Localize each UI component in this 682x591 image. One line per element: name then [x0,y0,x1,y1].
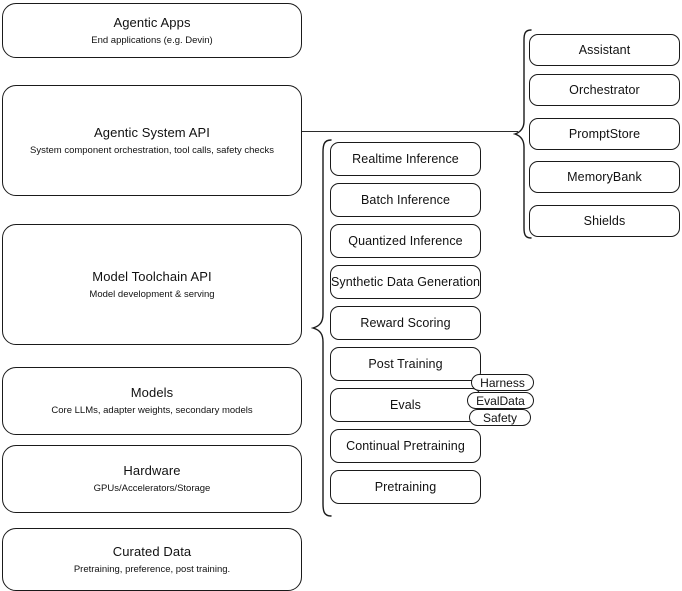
pill-safety[interactable]: Safety [469,409,531,426]
layer-subtitle: GPUs/Accelerators/Storage [93,483,211,494]
layer-models[interactable]: Models Core LLMs, adapter weights, secon… [2,367,302,435]
capability-post-training[interactable]: Post Training [330,347,481,381]
connector-agentic-system-to-components [302,131,518,133]
capability-reward-scoring[interactable]: Reward Scoring [330,306,481,340]
capability-label: Continual Pretraining [346,438,465,453]
layer-subtitle: Core LLMs, adapter weights, secondary mo… [51,405,253,416]
capability-label: Batch Inference [360,192,451,207]
layer-subtitle: Pretraining, preference, post training. [73,563,231,575]
capability-quantized-inference[interactable]: Quantized Inference [330,224,481,258]
capability-label: Synthetic Data Generation [330,274,481,289]
layer-curated-data[interactable]: Curated Data Pretraining, preference, po… [2,528,302,591]
component-label: Shields [583,213,626,228]
capability-label: Evals [389,397,422,412]
component-orchestrator[interactable]: Orchestrator [529,74,680,106]
capability-evals[interactable]: Evals [330,388,481,422]
component-memorybank[interactable]: MemoryBank [529,161,680,193]
brace-toolchain-capabilities [311,138,333,518]
pill-label: Safety [482,410,518,425]
component-label: PromptStore [568,126,641,141]
capability-label: Reward Scoring [360,315,451,330]
capability-batch-inference[interactable]: Batch Inference [330,183,481,217]
capability-label: Realtime Inference [352,151,459,166]
layer-agentic-system-api[interactable]: Agentic System API System component orch… [2,85,302,196]
capability-label: Post Training [368,356,443,371]
layer-title: Model Toolchain API [92,268,212,284]
layer-subtitle: End applications (e.g. Devin) [91,34,213,46]
capability-continual-pretraining[interactable]: Continual Pretraining [330,429,481,463]
layer-title: Curated Data [112,543,192,559]
capability-realtime-inference[interactable]: Realtime Inference [330,142,481,176]
component-label: Orchestrator [569,82,640,97]
pill-label: EvalData [476,393,525,408]
layer-hardware[interactable]: Hardware GPUs/Accelerators/Storage [2,445,302,513]
component-shields[interactable]: Shields [529,205,680,237]
brace-system-components [513,28,533,240]
layer-model-toolchain-api[interactable]: Model Toolchain API Model development & … [2,224,302,345]
layer-title: Hardware [123,463,181,478]
layer-subtitle: Model development & serving [89,288,215,300]
pill-label: Harness [480,375,525,390]
layer-subtitle: System component orchestration, tool cal… [30,144,274,156]
capability-synthetic-data-generation[interactable]: Synthetic Data Generation [330,265,481,299]
component-promptstore[interactable]: PromptStore [529,118,680,150]
capability-pretraining[interactable]: Pretraining [330,470,481,504]
component-label: MemoryBank [567,169,642,184]
layer-title: Agentic Apps [113,14,191,30]
component-label: Assistant [578,42,631,57]
capability-label: Pretraining [374,479,437,494]
pill-evaldata[interactable]: EvalData [467,392,534,409]
component-assistant[interactable]: Assistant [529,34,680,66]
layer-title: Models [130,385,174,400]
layer-title: Agentic System API [94,124,210,140]
layer-agentic-apps[interactable]: Agentic Apps End applications (e.g. Devi… [2,3,302,58]
pill-harness[interactable]: Harness [471,374,534,391]
capability-label: Quantized Inference [348,233,463,248]
